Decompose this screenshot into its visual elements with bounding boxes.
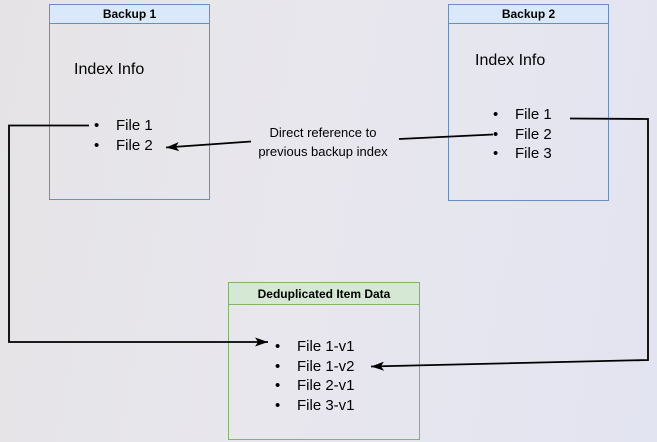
dedup-file-list: File 1-v1 File 1-v2 File 2-v1 File 3-v1 — [275, 337, 355, 415]
list-item: File 1-v1 — [275, 337, 355, 357]
list-item: File 1 — [493, 105, 552, 125]
backup2-index-info-label: Index Info — [475, 52, 546, 69]
backup2-box: Backup 2 — [448, 4, 609, 201]
list-item: File 1 — [94, 116, 153, 136]
backup1-title: Backup 1 — [50, 5, 209, 24]
list-item: File 3 — [493, 144, 552, 164]
dedup-title: Deduplicated Item Data — [229, 283, 419, 305]
direct-reference-label: Direct reference to previous backup inde… — [233, 124, 413, 161]
backup1-box: Backup 1 — [49, 4, 210, 200]
list-item: File 2 — [493, 125, 552, 145]
list-item: File 3-v1 — [275, 396, 355, 416]
list-item: File 2-v1 — [275, 376, 355, 396]
backup2-file-list: File 1 File 2 File 3 — [493, 105, 552, 164]
direct-reference-label-line2: previous backup index — [258, 143, 388, 159]
direct-reference-label-line1: Direct reference to — [269, 125, 377, 140]
list-item: File 1-v2 — [275, 357, 355, 377]
backup1-index-info-label: Index Info — [74, 61, 145, 78]
list-item: File 2 — [94, 136, 153, 156]
backup2-title: Backup 2 — [449, 5, 608, 24]
backup1-file-list: File 1 File 2 — [94, 116, 153, 155]
